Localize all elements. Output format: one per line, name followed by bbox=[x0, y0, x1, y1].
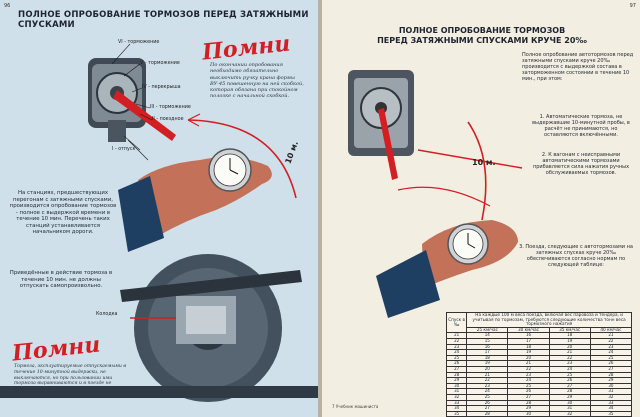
valve-label-iii: III - торможение bbox=[150, 105, 191, 110]
table-cell: 30 bbox=[445, 382, 468, 390]
table-cell: 26 bbox=[589, 360, 633, 367]
right-page: 97 ПОЛНОЕ ОПРОБОВАНИЕ ТОРМОЗОВ ПЕРЕД ЗАТ… bbox=[322, 0, 640, 417]
intro-paragraph: Полное опробование автотормозов перед за… bbox=[522, 52, 634, 82]
table-cell: 35 bbox=[589, 410, 633, 417]
table-cell: 25 bbox=[589, 354, 633, 362]
pomni-top-note: По окончании опробования необходимо обяз… bbox=[210, 62, 304, 100]
pomni-bottom-note: Тормоза, эксплуатируемые отпускаемыми в … bbox=[14, 364, 127, 393]
title-right-line2: ПЕРЕД ЗАТЯЖНЫМИ СПУСКАМИ КРУЧЕ 20‰ bbox=[377, 36, 587, 45]
table-cell: 22 bbox=[445, 338, 468, 345]
table-cell: 25 bbox=[445, 354, 468, 362]
table-cell: 31 bbox=[589, 388, 633, 395]
table-header-main: На каждые 100 м веса поезда, включая вес… bbox=[466, 312, 632, 328]
page-number-left: 96 bbox=[4, 3, 11, 9]
table-cell: 34 bbox=[445, 405, 468, 412]
table-cell: 27 bbox=[445, 365, 468, 373]
table-cell: 29 bbox=[445, 377, 468, 384]
page-title-right: ПОЛНОЕ ОПРОБОВАНИЕ ТОРМОЗОВ ПЕРЕД ЗАТЯЖН… bbox=[362, 26, 602, 46]
table-cell: 21 bbox=[589, 332, 633, 339]
table-cell: 32 bbox=[589, 393, 633, 401]
table-cell: 34 bbox=[589, 405, 633, 412]
table-cell: 35 bbox=[445, 410, 468, 417]
book-spine bbox=[318, 0, 322, 417]
right-illustration bbox=[348, 70, 523, 318]
table-cell: 33 bbox=[445, 399, 468, 407]
table-corner: Спуск в ‰ bbox=[445, 311, 468, 334]
item-3: 3. Поезда, следующие с автотормозами на … bbox=[519, 244, 633, 268]
table-cell: 24 bbox=[445, 349, 468, 356]
table-cell: 32 bbox=[445, 393, 468, 401]
table-cell: 22 bbox=[589, 338, 633, 345]
table-subheader: 40 км/час bbox=[589, 326, 633, 334]
valve-label-ii: II - поездное bbox=[152, 117, 184, 122]
table-cell: 32 bbox=[548, 410, 591, 417]
table-cell: 28 bbox=[589, 371, 633, 379]
released-paragraph: Приведённые в действие тормоза в течение… bbox=[9, 270, 113, 289]
item-2: 2. К вагонам с неисправными автоматическ… bbox=[532, 152, 630, 176]
table-cell: 27 bbox=[589, 365, 633, 373]
table-cell: 31 bbox=[445, 388, 468, 395]
station-paragraph: На станциях, предшествующих перегонам с … bbox=[9, 190, 117, 235]
valve-label-i: I - отпуск bbox=[112, 147, 136, 152]
brake-norms-table: Спуск в ‰ На каждые 100 м веса поезда, в… bbox=[445, 311, 633, 417]
footer-note: 7 Учебник машиниста bbox=[332, 404, 379, 409]
table-cell: 33 bbox=[589, 399, 633, 407]
table-cell: 30 bbox=[507, 410, 550, 417]
left-page: 96 ПОЛНОЕ ОПРОБОВАНИЕ ТОРМОЗОВ ПЕРЕД ЗАТ… bbox=[0, 0, 318, 417]
table-cell: 23 bbox=[445, 343, 468, 351]
page-number-right: 97 bbox=[629, 3, 636, 9]
table-cell: 28 bbox=[445, 371, 468, 379]
valve-label-iv: IV - перекрыша bbox=[142, 85, 181, 90]
valve-label-v: V - торможение bbox=[140, 61, 180, 66]
table-cell: 23 bbox=[589, 343, 633, 351]
shoe-label: Колодка bbox=[96, 312, 118, 317]
table-cell: 29 bbox=[589, 377, 633, 384]
page-title-left: ПОЛНОЕ ОПРОБОВАНИЕ ТОРМОЗОВ ПЕРЕД ЗАТЯЖН… bbox=[18, 10, 309, 30]
table-cell: 21 bbox=[445, 332, 468, 339]
table-cell: 28 bbox=[466, 410, 509, 417]
brake-valve-illustration bbox=[0, 43, 318, 402]
table-cell: 30 bbox=[589, 382, 633, 390]
valve-label-vi: VI - торможение bbox=[118, 40, 160, 45]
table-cell: 26 bbox=[445, 360, 468, 367]
item-1: 1. Автоматические тормоза, не выдержавши… bbox=[532, 114, 630, 138]
table-cell: 24 bbox=[589, 349, 633, 356]
title-right-line1: ПОЛНОЕ ОПРОБОВАНИЕ ТОРМОЗОВ bbox=[398, 26, 566, 35]
distance-label-right: 10 м. bbox=[472, 158, 496, 167]
